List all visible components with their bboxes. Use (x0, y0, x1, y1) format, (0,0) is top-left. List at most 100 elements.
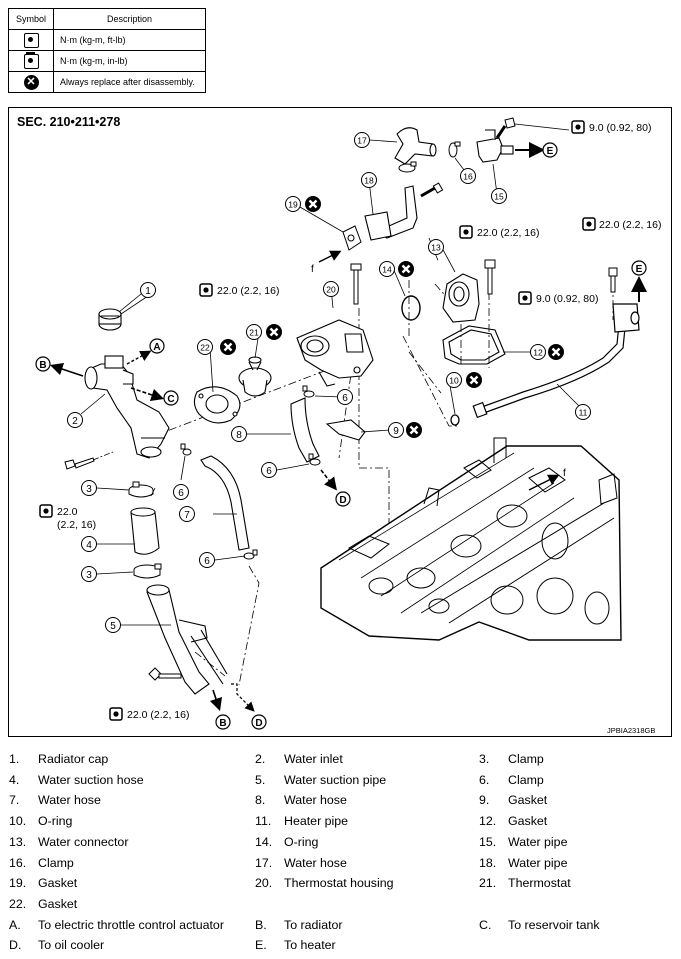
symbol-description: Always replace after disassembly. (53, 71, 206, 93)
arrow-label-f: f (311, 264, 314, 275)
legend-item-number: 3. (479, 752, 490, 766)
legend-item-label: Clamp (508, 752, 544, 766)
water-hose (394, 127, 437, 165)
replace-x-icon (266, 324, 282, 340)
water-suction-pipe (146, 584, 228, 695)
torque-value: 22.0 (2.2, 16) (217, 285, 279, 297)
replace-x-icon (548, 344, 564, 360)
replace-x-icon (305, 196, 321, 212)
svg-text:4: 4 (86, 540, 92, 551)
legend-item-label: Water hose (38, 793, 101, 808)
callout-1: 1 (140, 282, 156, 298)
clamp (302, 385, 315, 398)
legend-item-number: 17. (255, 855, 273, 870)
legend-item-number: 14. (255, 834, 273, 849)
torque-wrench-icon (571, 120, 585, 134)
bolt (484, 259, 496, 295)
description-header: Description (53, 8, 206, 30)
legend-item-label: Water suction pipe (284, 772, 387, 787)
letter-e: E (631, 260, 647, 276)
symbol-row: ✕ Always replace after disassembly. (8, 71, 206, 93)
thermostat (238, 356, 272, 397)
callout-15: 15 (491, 188, 507, 204)
torque-value: 22.0 (2.2, 16) (599, 219, 661, 231)
legend-item-label: O-ring (284, 834, 319, 849)
svg-text:7: 7 (184, 510, 190, 521)
svg-text:8: 8 (236, 430, 242, 441)
svg-text:10: 10 (449, 376, 459, 386)
legend-item-number: C. (479, 917, 492, 932)
legend-item-label: Water pipe (508, 855, 568, 870)
letter-group: A B C D E E B D (35, 142, 647, 730)
legend-item-label: Gasket (508, 793, 548, 808)
legend-item-label: Water hose (284, 855, 347, 870)
callout-18: 18 (361, 172, 377, 188)
replace-x-icon (466, 372, 482, 388)
callout-11: 11 (575, 404, 591, 420)
clamp (308, 453, 321, 466)
legend-item-label: Clamp (38, 855, 74, 870)
callout-group: 1 2 3 4 3 5 6 7 6 8 6 6 9 10 11 12 13 14… (67, 132, 591, 633)
legend-item-number: 15. (479, 834, 497, 849)
svg-text:3: 3 (86, 570, 92, 581)
letter-d: D (335, 491, 351, 507)
torque-wrench-icon (459, 225, 473, 239)
letter-b: B (215, 714, 231, 730)
svg-text:6: 6 (178, 488, 184, 499)
legend-item-label: Heater pipe (284, 814, 349, 829)
gasket (325, 419, 366, 441)
replace-x-icon (398, 261, 414, 277)
o-ring (450, 414, 460, 426)
o-ring (401, 295, 421, 321)
clamp (448, 141, 461, 158)
svg-text:19: 19 (288, 200, 298, 210)
legend-item-number: E. (255, 938, 267, 953)
bolt (495, 117, 516, 139)
bolt (64, 457, 95, 470)
symbol-description: N·m (kg-m, in-lb) (53, 50, 206, 72)
torque-wrench-icon (23, 32, 39, 48)
legend-item-label: To radiator (284, 917, 343, 932)
replace-x-icon: ✕ (23, 74, 39, 90)
callout-22: 22 (197, 339, 213, 355)
callout-8: 8 (231, 426, 247, 442)
svg-text:9: 9 (393, 426, 399, 437)
legend-item-number: 10. (9, 814, 27, 829)
legend-item-label: Gasket (38, 876, 78, 891)
legend-item-label: Gasket (38, 896, 78, 911)
legend-item-number: 21. (479, 876, 497, 891)
svg-text:11: 11 (579, 408, 588, 418)
legend-item-number: 22. (9, 896, 27, 911)
legend-item-number: 1. (9, 752, 20, 766)
water-pipe (364, 185, 418, 241)
callout-20: 20 (323, 281, 339, 297)
legend-item-number: 13. (9, 834, 27, 849)
legend-item-label: Gasket (508, 814, 548, 829)
torque-wrench-inlb-icon (23, 51, 39, 69)
legend-item-label: Thermostat (508, 876, 571, 891)
radiator-cap (98, 308, 122, 331)
legend-item-number: 5. (255, 772, 266, 787)
callout-2: 2 (67, 412, 83, 428)
callout-9: 9 (388, 422, 404, 438)
legend-item-number: D. (9, 938, 22, 953)
clamp (128, 481, 154, 498)
letter-e: E (542, 142, 558, 158)
callout-12: 12 (530, 344, 546, 360)
svg-text:1: 1 (145, 286, 151, 297)
symbol-header: Symbol (8, 8, 54, 30)
svg-text:C: C (167, 394, 174, 405)
legend-item-label: To reservoir tank (508, 917, 600, 932)
torque-wrench-icon (199, 283, 213, 297)
cooling-system-diagram: SEC. 210•211•278 (8, 107, 672, 737)
svg-text:12: 12 (533, 348, 543, 358)
legend-item-number: 9. (479, 793, 490, 808)
svg-text:A: A (153, 342, 160, 353)
callout-6: 6 (337, 389, 353, 405)
legend-item-label: O-ring (38, 814, 73, 829)
callout-19: 19 (285, 196, 301, 212)
svg-text:18: 18 (364, 176, 374, 186)
